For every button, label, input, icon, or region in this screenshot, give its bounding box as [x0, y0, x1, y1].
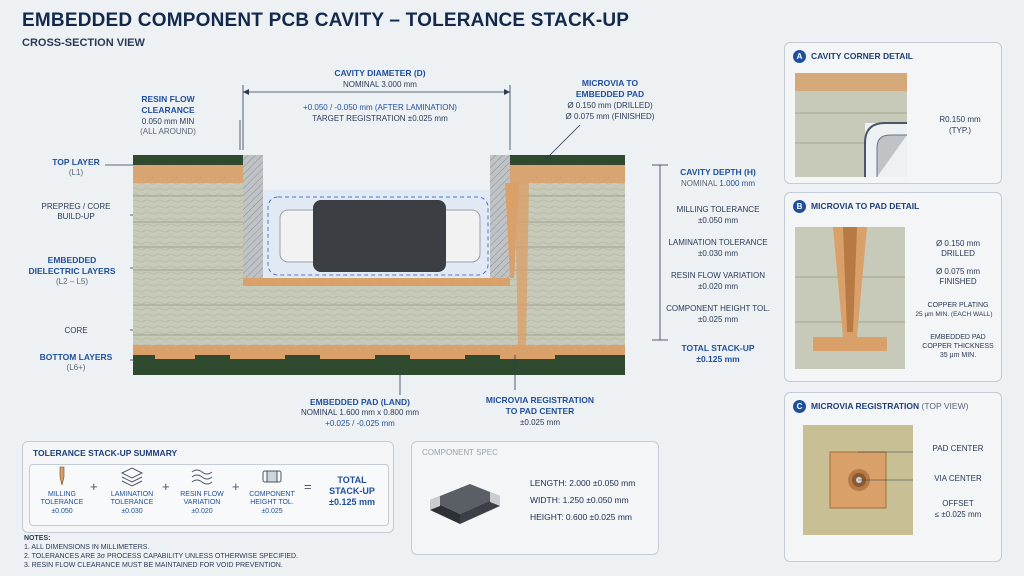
- microvia-detail-graphic: [795, 227, 905, 369]
- cross-section-diagram: [105, 85, 668, 395]
- plus-op-1: +: [90, 479, 98, 494]
- b-drilled-d: Ø 0.150 mm: [935, 239, 980, 248]
- cavity-diameter-tol: +0.050 / -0.050 mm (AFTER LAMINATION): [303, 103, 457, 112]
- bottom-layers-sub: (L6+): [66, 363, 86, 372]
- component-tol-label: COMPONENT HEIGHT TOL.: [666, 304, 770, 313]
- resin-flow-value: 0.050 mm MIN: [141, 117, 195, 126]
- milling-tol-label: MILLING TOLERANCE: [676, 205, 760, 214]
- core-label: CORE: [64, 326, 88, 335]
- top-layer-label: TOP LAYER: [52, 157, 100, 167]
- embedded-pad-tol: +0.025 / -0.025 mm: [325, 419, 395, 428]
- total-stack-label: TOTAL STACK-UP: [681, 343, 755, 353]
- cavity-depth-title: CAVITY DEPTH (H): [680, 167, 756, 177]
- resin-flow-note: (ALL AROUND): [140, 127, 196, 136]
- c-offset-value: ≤ ±0.025 mm: [934, 510, 982, 519]
- page-subtitle: CROSS-SECTION VIEW: [22, 37, 145, 49]
- corner-detail-graphic: [795, 73, 907, 177]
- bottom-layers-label: BOTTOM LAYERS: [39, 352, 113, 362]
- badge-c: C: [793, 400, 806, 413]
- total-stack-value: ±0.125 mm: [696, 354, 740, 364]
- b-finished-s: FINISHED: [939, 277, 977, 286]
- cavity-diameter-nominal: NOMINAL 3.000 mm: [343, 80, 417, 89]
- embedded-pad-nominal: NOMINAL 1.600 mm x 0.800 mm: [301, 408, 419, 417]
- lamination-tol-value: ±0.030 mm: [698, 249, 738, 258]
- b-drilled-s: DRILLED: [941, 249, 975, 258]
- b-pad-1: EMBEDDED PAD: [930, 334, 986, 341]
- badge-b: B: [793, 200, 806, 213]
- milling-tol-value: ±0.050 mm: [698, 216, 738, 225]
- spec-height: HEIGHT: 0.600 ±0.025 mm: [530, 512, 632, 522]
- resin-flow-title: RESIN FLOW: [141, 94, 195, 104]
- spec-width: WIDTH: 1.250 ±0.050 mm: [530, 495, 629, 505]
- lamination-tol-label: LAMINATION TOLERANCE: [668, 238, 768, 247]
- summary-total: TOTAL STACK-UP ±0.125 mm: [329, 475, 375, 507]
- component-3d-icon: [430, 484, 500, 524]
- spec-length: LENGTH: 2.000 ±0.050 mm: [530, 478, 636, 488]
- cavity-depth-nominal: NOMINAL 1.000 mm: [681, 179, 755, 188]
- note-3: 3. RESIN FLOW CLEARANCE MUST BE MAINTAIN…: [24, 562, 283, 569]
- component-spec-title: COMPONENT SPEC: [422, 448, 498, 457]
- microvia-drilled: Ø 0.150 mm (DRILLED): [567, 101, 653, 110]
- b-pad-2: COPPER THICKNESS: [922, 343, 994, 350]
- c-pad-center: PAD CENTER: [932, 444, 984, 453]
- corner-radius: R0.150 mm: [939, 115, 981, 124]
- chip-icon: [262, 470, 282, 483]
- resin-var-value: ±0.020 mm: [698, 282, 738, 291]
- b-pad-3: 35 µm MIN.: [939, 352, 977, 359]
- resin-var-label: RESIN FLOW VARIATION: [671, 271, 765, 280]
- microvia-pad-title: MICROVIA TO: [581, 78, 639, 88]
- plus-op-3: +: [232, 479, 240, 494]
- embedded-label: EMBEDDED: [47, 255, 97, 265]
- c-via-center: VIA CENTER: [934, 474, 982, 483]
- microvia-finished: Ø 0.075 mm (FINISHED): [565, 112, 655, 121]
- embedded-pad-title: EMBEDDED PAD (LAND): [310, 397, 410, 407]
- plus-op-2: +: [162, 479, 170, 494]
- wave-icon: [191, 469, 213, 485]
- b-copper-plating: COPPER PLATING: [927, 302, 989, 309]
- component-tol-value: ±0.025 mm: [698, 315, 738, 324]
- badge-a: A: [793, 50, 806, 63]
- cavity-diameter-title: CAVITY DIAMETER (D): [334, 68, 426, 78]
- corner-typ: (TYP.): [948, 126, 972, 135]
- page-title: EMBEDDED COMPONENT PCB CAVITY – TOLERANC…: [22, 10, 630, 31]
- top-layer-sub: (L1): [68, 168, 84, 177]
- prepreg-label-2: BUILD-UP: [57, 212, 95, 221]
- b-finished-d: Ø 0.075 mm: [935, 267, 980, 276]
- microvia-reg-title: MICROVIA REGISTRATION: [485, 395, 595, 405]
- c-offset: OFFSET: [942, 499, 974, 508]
- microvia-reg-value: ±0.025 mm: [520, 418, 560, 427]
- embedded-label-2: DIELECTRIC LAYERS: [28, 266, 116, 276]
- microvia-pad-title-2: EMBEDDED PAD: [575, 89, 645, 99]
- layers-icon: [120, 467, 144, 487]
- mill-icon: [59, 466, 65, 486]
- microvia-reg-title-2: TO PAD CENTER: [505, 406, 575, 416]
- summary-title: TOLERANCE STACK-UP SUMMARY: [33, 448, 178, 458]
- b-copper-min: 25 µm MIN. (EACH WALL): [915, 311, 993, 318]
- embedded-sub: (L2 – L5): [55, 277, 89, 286]
- registration-top-view: [803, 425, 913, 535]
- note-2: 2. TOLERANCES ARE 3σ PROCESS CAPABILITY …: [24, 553, 299, 560]
- equals-op: =: [304, 479, 312, 494]
- resin-flow-title-2: CLEARANCE: [141, 105, 195, 115]
- notes-title: NOTES:: [24, 535, 51, 542]
- component-spec-panel: COMPONENT SPEC LENGTH: 2.000 ±0.050 mm W…: [411, 441, 659, 555]
- cavity-target: TARGET REGISTRATION ±0.025 mm: [312, 114, 448, 123]
- note-1: 1. ALL DIMENSIONS IN MILLIMETERS.: [24, 544, 150, 551]
- prepreg-label: PREPREG / CORE: [41, 202, 111, 211]
